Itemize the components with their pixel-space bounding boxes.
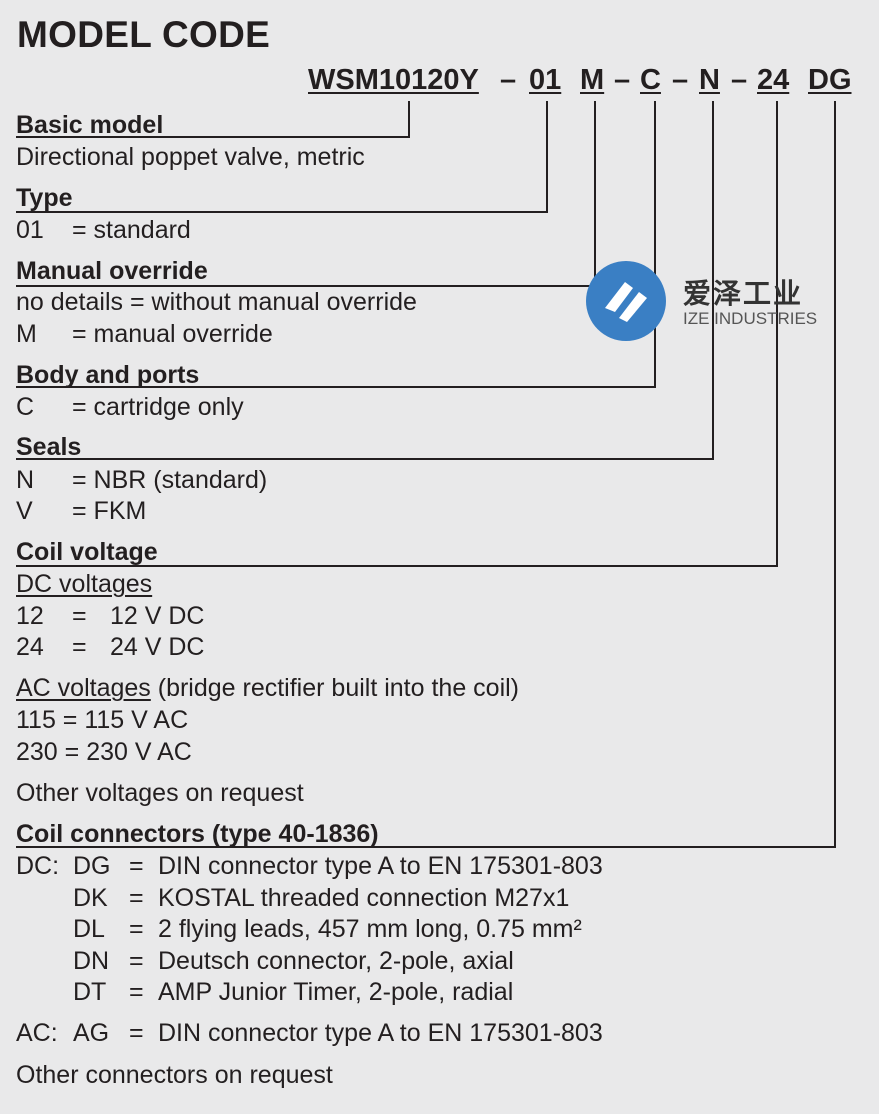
seals-line-2: V= FKM: [16, 497, 147, 525]
connector-dn: DN=Deutsch connector, 2-pole, axial: [73, 947, 514, 975]
page-title: MODEL CODE: [17, 14, 271, 55]
code-basic: WSM10120Y: [308, 64, 479, 96]
dc-voltage-24: 24=24 V DC: [16, 633, 205, 661]
watermark-en: IZE INDUSTRIES: [683, 309, 818, 328]
leader-override-v: [594, 101, 596, 287]
ac-voltage-115: 115 = 115 V AC: [16, 706, 189, 734]
leader-basic-h: [16, 136, 410, 138]
leader-override-h: [16, 285, 596, 287]
watermark-logo-icon: [585, 260, 667, 347]
leader-seals-v: [712, 101, 714, 460]
heading-body-ports: Body and ports: [16, 361, 200, 389]
heading-basic-model: Basic model: [16, 111, 164, 139]
override-line-1: no details = without manual override: [16, 288, 417, 316]
code-override: M: [580, 64, 605, 96]
code-sep: –: [614, 64, 631, 96]
ac-voltage-230: 230 = 230 V AC: [16, 738, 192, 766]
connector-ag: AC:AG=DIN connector type A to EN 175301-…: [16, 1019, 603, 1047]
dc-voltage-12: 12=12 V DC: [16, 602, 205, 630]
leader-voltage-h: [16, 565, 778, 567]
leader-connector-h: [16, 846, 836, 848]
heading-seals: Seals: [16, 433, 82, 461]
code-body: C: [640, 64, 661, 96]
heading-coil-connectors: Coil connectors (type 40-1836): [16, 820, 379, 848]
leader-seals-h: [16, 458, 714, 460]
override-line-2: M= manual override: [16, 320, 273, 348]
leader-basic-v: [408, 101, 410, 138]
code-type: 01: [529, 64, 562, 96]
heading-type: Type: [16, 184, 73, 212]
connector-dl: DL=2 flying leads, 457 mm long, 0.75 mm²: [73, 915, 582, 943]
connector-dt: DT=AMP Junior Timer, 2-pole, radial: [73, 978, 514, 1006]
seals-line-1: N= NBR (standard): [16, 466, 268, 494]
code-seals: N: [699, 64, 720, 96]
basic-model-line: Directional poppet valve, metric: [16, 143, 365, 171]
leader-body-h: [16, 386, 656, 388]
code-connector: DG: [808, 64, 852, 96]
other-connectors: Other connectors on request: [16, 1061, 333, 1089]
code-voltage: 24: [757, 64, 790, 96]
code-sep: –: [500, 64, 517, 96]
connector-dk: DK=KOSTAL threaded connection M27x1: [73, 884, 570, 912]
leader-type-v: [546, 101, 548, 213]
body-line: C= cartridge only: [16, 393, 244, 421]
ac-voltages-line: AC voltages (bridge rectifier built into…: [16, 674, 520, 702]
leader-voltage-v: [776, 101, 778, 567]
connector-dg: DC:DG=DIN connector type A to EN 175301-…: [16, 852, 603, 880]
leader-type-h: [16, 211, 548, 213]
code-sep: –: [672, 64, 689, 96]
code-sep: –: [731, 64, 748, 96]
watermark-cn: 爱泽工业: [683, 278, 804, 309]
heading-manual-override: Manual override: [16, 257, 208, 285]
type-line: 01= standard: [16, 216, 191, 244]
leader-body-v: [654, 101, 656, 388]
leader-connector-v: [834, 101, 836, 848]
heading-coil-voltage: Coil voltage: [16, 538, 158, 566]
other-voltages: Other voltages on request: [16, 779, 304, 807]
dc-voltages-label: DC voltages: [16, 570, 153, 598]
